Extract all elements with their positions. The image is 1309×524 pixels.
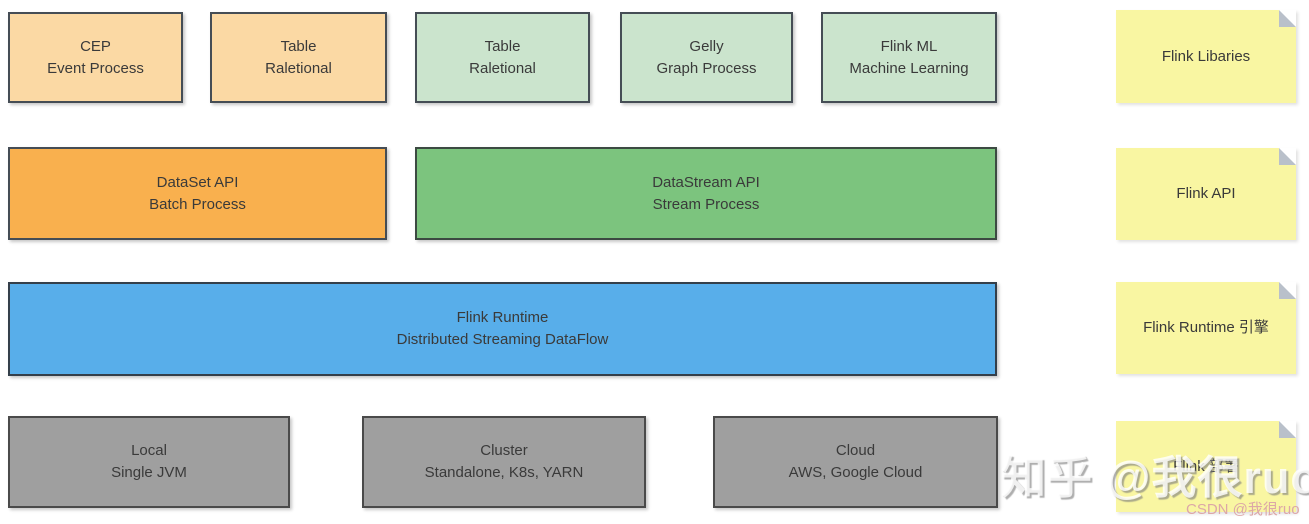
box-title: DataSet API <box>156 173 239 191</box>
note-flink-libraries: Flink Libaries <box>1116 10 1296 103</box>
box-subtitle: Distributed Streaming DataFlow <box>396 331 609 348</box>
box-subtitle: AWS, Google Cloud <box>788 464 923 481</box>
box-title: Table <box>484 37 521 55</box>
box-subtitle: Raletional <box>469 59 536 77</box>
box-title: Cloud <box>835 442 876 459</box>
csdn-watermark: CSDN @我很ruo <box>1186 501 1300 518</box>
box-title: Flink Runtime <box>456 309 549 326</box>
note-label: Flink Runtime 引擎 <box>1143 319 1269 336</box>
box-flink-ml-machine-learning: Flink ML Machine Learning <box>821 12 997 103</box>
note-flink-api: Flink API <box>1116 148 1296 240</box>
box-title: Cluster <box>480 442 528 459</box>
box-subtitle: Graph Process <box>656 59 757 77</box>
note-label: Flink API <box>1176 185 1236 202</box>
box-table-relational-batch: Table Raletional <box>210 12 387 103</box>
box-title: CEP <box>80 37 111 55</box>
note-flink-runtime-engine: Flink Runtime 引擎 <box>1116 282 1296 374</box>
box-table-relational-stream: Table Raletional <box>415 12 590 103</box>
box-subtitle: Event Process <box>47 59 144 77</box>
folded-corner-icon <box>1279 421 1296 438</box>
note-label: Flink Libaries <box>1161 47 1251 65</box>
folded-corner-icon <box>1279 282 1296 299</box>
box-local-single-jvm: Local Single JVM <box>8 416 290 508</box>
box-subtitle: Machine Learning <box>849 59 969 77</box>
box-title: Local <box>131 442 167 459</box>
folded-corner-icon <box>1279 10 1296 27</box>
note-flink-deploy: Flink 部署 <box>1116 421 1296 512</box>
box-title: DataStream API <box>652 173 760 191</box>
box-title: Table <box>280 37 317 55</box>
box-cep-event-process: CEP Event Process <box>8 12 183 103</box>
note-label: Flink 部署 <box>1173 457 1239 475</box>
box-dataset-api-batch: DataSet API Batch Process <box>8 147 387 240</box>
box-title: Gelly <box>689 37 724 55</box>
box-flink-runtime: Flink Runtime Distributed Streaming Data… <box>8 282 997 376</box>
box-cloud-aws-google: Cloud AWS, Google Cloud <box>713 416 998 508</box>
box-subtitle: Single JVM <box>111 464 187 481</box>
box-subtitle: Stream Process <box>652 195 760 213</box>
folded-corner-icon <box>1279 148 1296 165</box>
box-title: Flink ML <box>880 37 938 55</box>
box-datastream-api-stream: DataStream API Stream Process <box>415 147 997 240</box>
box-subtitle: Standalone, K8s, YARN <box>424 464 584 481</box>
zhihu-watermark: 知乎 @我很ruo <box>1001 452 1309 503</box>
box-subtitle: Batch Process <box>149 195 246 213</box>
box-gelly-graph-process: Gelly Graph Process <box>620 12 793 103</box>
box-cluster-standalone-k8s-yarn: Cluster Standalone, K8s, YARN <box>362 416 646 508</box>
box-subtitle: Raletional <box>265 59 332 77</box>
